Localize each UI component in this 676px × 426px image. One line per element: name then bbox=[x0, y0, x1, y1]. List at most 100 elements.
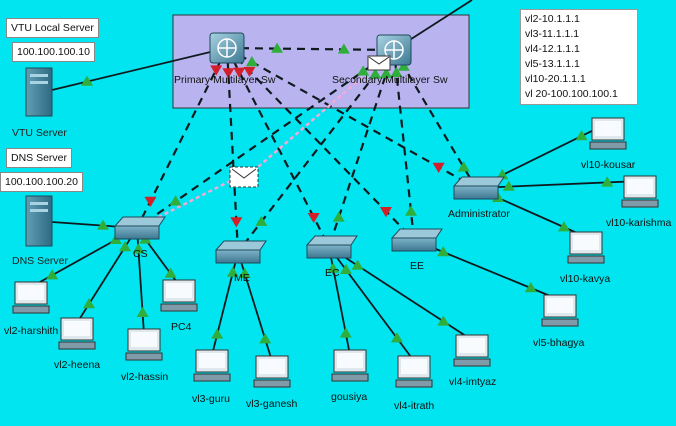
pc-vl4-imtyaz-label: vl4-imtyaz bbox=[449, 376, 496, 388]
pc-pc4-label: PC4 bbox=[171, 321, 192, 333]
link-down-indicator bbox=[243, 66, 256, 78]
link-ec-imtyaz bbox=[328, 246, 473, 341]
link-up-indicator bbox=[255, 215, 268, 226]
link-up-indicator bbox=[524, 282, 537, 293]
link-up-indicator bbox=[337, 43, 350, 54]
link-up-indicator bbox=[502, 180, 515, 191]
link-down-indicator bbox=[379, 207, 392, 218]
pc-vl3-guru-label: vl3-guru bbox=[192, 393, 230, 405]
link-up-indicator bbox=[119, 241, 131, 252]
link-sml-cs bbox=[136, 49, 395, 229]
link-up-indicator bbox=[238, 267, 251, 278]
link-up-indicator bbox=[81, 75, 93, 86]
switch-ee-label: EE bbox=[410, 260, 424, 272]
link-up-indicator bbox=[340, 263, 352, 274]
link-ec-gousiya bbox=[328, 246, 351, 356]
link-pml-cs bbox=[136, 47, 228, 229]
vlan-gateway-entry: vl3-11.1.1.1 bbox=[525, 28, 580, 40]
pc-vl10-kavya[interactable]: vl10-kavya bbox=[560, 231, 610, 285]
vlan-gateway-entry: vl10-20.1.1.1 bbox=[525, 73, 586, 85]
secondary-multilayer-switch-label: Secondary Multilayer Sw bbox=[332, 74, 448, 86]
pc-vl3-guru[interactable]: vl3-guru bbox=[192, 349, 231, 405]
link-up-indicator bbox=[245, 56, 258, 67]
link-cs-heena bbox=[76, 227, 138, 324]
link-up-indicator bbox=[390, 66, 403, 77]
pc-vl5-bhagya[interactable]: vl5-bhagya bbox=[533, 294, 585, 349]
pc-vl10-kavya-label: vl10-kavya bbox=[560, 273, 610, 285]
vlan-gateway-note: vl2-10.1.1.1 vl3-11.1.1.1 vl4-12.1.1.1 v… bbox=[520, 9, 638, 105]
dns-server[interactable]: DNS Server bbox=[12, 195, 69, 267]
pc-vl10-kousar[interactable]: vl10-kousar bbox=[581, 117, 636, 171]
switch-me-label: ME bbox=[234, 272, 250, 284]
vtu-server-ip-note: 100.100.100.10 bbox=[12, 42, 95, 62]
pc-vl2-hassin[interactable]: vl2-hassin bbox=[121, 328, 168, 383]
pc-vl2-heena-label: vl2-heena bbox=[54, 359, 100, 371]
pc-vl2-harshith-label: vl2-harshith bbox=[4, 325, 58, 337]
vtu-server-note: VTU Local Server bbox=[6, 18, 99, 38]
link-up-indicator bbox=[136, 306, 149, 317]
pc-gousiya[interactable]: gousiya bbox=[331, 349, 369, 403]
link-down-indicator bbox=[144, 196, 157, 207]
pc-vl2-harshith[interactable]: vl2-harshith bbox=[4, 281, 58, 337]
pc-pc4[interactable]: PC4 bbox=[160, 279, 198, 333]
pc-vl2-heena[interactable]: vl2-heena bbox=[54, 317, 100, 371]
link-up-indicator bbox=[271, 42, 284, 53]
link-sml-me bbox=[237, 49, 395, 253]
pc-vl4-imtyaz[interactable]: vl4-imtyaz bbox=[449, 334, 496, 388]
link-down-indicator bbox=[432, 162, 445, 173]
primary-multilayer-switch[interactable]: Primary Multilayer Sw bbox=[174, 32, 276, 86]
link-up-indicator bbox=[391, 332, 403, 343]
vlan-gateway-entry: vl 20-100.100.100.1 bbox=[525, 88, 618, 100]
switch-administrator[interactable]: Administrator bbox=[448, 176, 510, 220]
nodes-layer: Primary Multilayer Sw Secondary Multilay… bbox=[4, 32, 672, 412]
switch-administrator-label: Administrator bbox=[448, 208, 510, 220]
vtu-server-label: VTU Server bbox=[12, 127, 67, 139]
link-up-indicator bbox=[575, 130, 588, 141]
pc-vl5-bhagya-label: vl5-bhagya bbox=[533, 337, 585, 349]
link-down-indicator bbox=[222, 68, 235, 79]
switch-me[interactable]: ME bbox=[214, 240, 267, 284]
pc-vl2-hassin-label: vl2-hassin bbox=[121, 371, 168, 383]
link-up-indicator bbox=[369, 68, 382, 79]
link-up-indicator bbox=[357, 65, 370, 76]
link-up-indicator bbox=[397, 60, 410, 71]
link-down-indicator bbox=[230, 217, 243, 228]
link-pml-ee bbox=[226, 47, 415, 241]
link-down-indicator bbox=[233, 67, 246, 78]
pdu-trail bbox=[136, 49, 395, 230]
pc-vl4-itrath[interactable]: vl4-itrath bbox=[394, 355, 434, 412]
link-up-indicator bbox=[169, 195, 182, 206]
switch-cs-label: CS bbox=[133, 248, 148, 260]
link-up-indicator bbox=[380, 67, 393, 78]
vlan-gateway-entry: vl4-12.1.1.1 bbox=[525, 43, 580, 55]
link-down-indicator bbox=[307, 212, 320, 224]
pc-gousiya-label: gousiya bbox=[331, 391, 367, 403]
dns-server-note: DNS Server bbox=[6, 148, 73, 168]
link-up-indicator bbox=[97, 219, 109, 230]
pc-vl4-itrath-label: vl4-itrath bbox=[394, 400, 434, 412]
link-up-indicator bbox=[132, 243, 145, 254]
pc-vl3-ganesh[interactable]: vl3-ganesh bbox=[246, 355, 298, 410]
link-me-ganesh bbox=[237, 251, 273, 362]
link-me-guru bbox=[211, 251, 239, 356]
pdu-envelope-icon[interactable] bbox=[229, 166, 259, 188]
link-up-indicator bbox=[558, 221, 570, 232]
pc-vl10-karishma[interactable]: vl10-karishma bbox=[606, 175, 672, 229]
switch-ec[interactable]: EC bbox=[305, 235, 358, 279]
pdu-envelope-icon[interactable] bbox=[367, 55, 391, 71]
secondary-multilayer-switch[interactable]: Secondary Multilayer Sw bbox=[332, 34, 448, 86]
link-up-indicator bbox=[339, 327, 352, 338]
link-up-indicator bbox=[332, 211, 345, 222]
link-up-indicator bbox=[46, 269, 59, 280]
link-up-indicator bbox=[327, 262, 340, 273]
pc-vl3-ganesh-label: vl3-ganesh bbox=[246, 398, 298, 410]
switch-cs[interactable]: CS bbox=[113, 216, 166, 260]
link-up-indicator bbox=[351, 259, 364, 270]
vtu-server[interactable]: VTU Server bbox=[12, 67, 67, 139]
link-up-indicator bbox=[601, 176, 614, 187]
switch-ee[interactable]: EE bbox=[390, 228, 443, 272]
pc-vl10-kousar-label: vl10-kousar bbox=[581, 159, 636, 171]
link-up-indicator bbox=[437, 315, 450, 326]
primary-multilayer-switch-label: Primary Multilayer Sw bbox=[174, 74, 276, 86]
